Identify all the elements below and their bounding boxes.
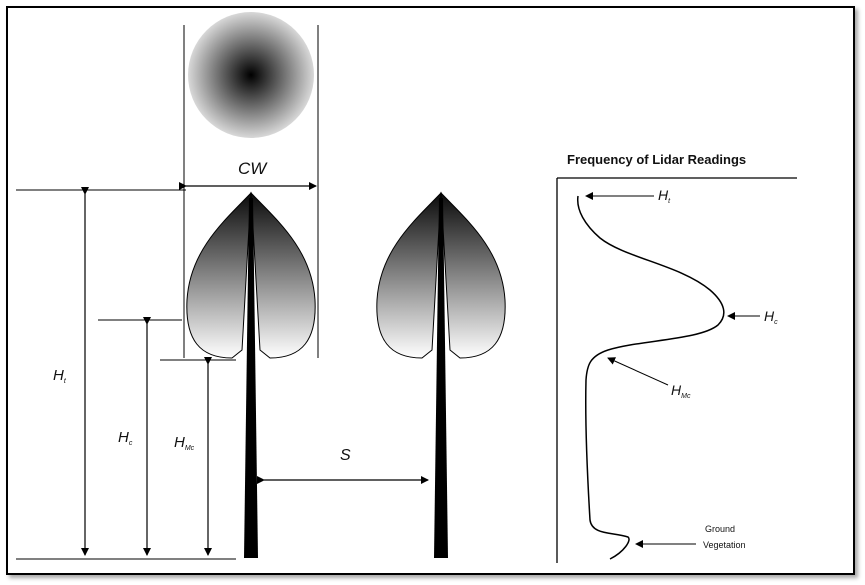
tree-spacing-label: S bbox=[340, 447, 351, 464]
right-tree-trunk bbox=[434, 198, 448, 558]
tree-height-label: Ht bbox=[53, 367, 67, 385]
chart-tree-height-label: Ht bbox=[658, 187, 671, 205]
ground-vegetation-label-line2: Vegetation bbox=[703, 540, 746, 550]
ground-vegetation-label-line1: Ground bbox=[705, 524, 735, 534]
chart-mean-crown-height-label: HMc bbox=[671, 382, 691, 400]
left-tree-crown-right-lobe bbox=[250, 191, 316, 359]
right-tree-crown-right-lobe bbox=[440, 191, 506, 359]
crown-width-label: CW bbox=[238, 159, 268, 178]
chart-mean-crown-pointer bbox=[607, 357, 669, 386]
right-tree-crown-left-lobe bbox=[376, 191, 442, 359]
crown-top-view bbox=[188, 12, 314, 138]
chart-title: Frequency of Lidar Readings bbox=[567, 152, 746, 167]
crown-height-label: Hc bbox=[118, 429, 133, 447]
lidar-frequency-curve bbox=[577, 195, 725, 560]
left-tree-trunk bbox=[244, 198, 258, 558]
chart-crown-height-label: Hc bbox=[764, 308, 778, 326]
left-tree-crown-left-lobe bbox=[186, 191, 252, 359]
mean-crown-height-label: HMc bbox=[174, 434, 195, 452]
